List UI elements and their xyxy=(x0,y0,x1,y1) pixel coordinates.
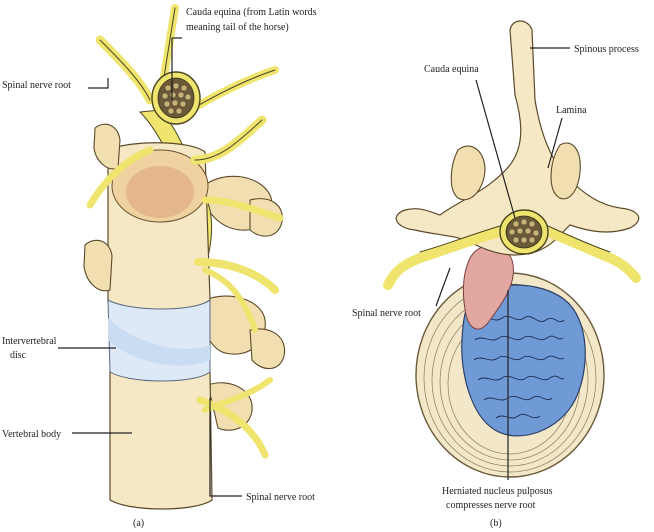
panel-b-labels: Spinous process Cauda equina Lamina Spin… xyxy=(352,44,639,529)
label-spinal-nerve-root-b: Spinal nerve root xyxy=(352,308,421,319)
label-spinous-process: Spinous process xyxy=(574,44,639,55)
label-vertebral-body: Vertebral body xyxy=(2,429,61,440)
panel-a-caption: (a) xyxy=(133,518,144,529)
label-herniated-line2: compresses nerve root xyxy=(446,500,536,511)
panel-a-leader-lines xyxy=(58,37,242,497)
panel-b-nerve-roots xyxy=(383,225,641,290)
label-spinal-nerve-root-bottom: Spinal nerve root xyxy=(246,492,315,503)
label-herniated-line1: Herniated nucleus pulposus xyxy=(442,486,553,497)
label-cauda-equina-line2: meaning tail of the horse) xyxy=(186,22,289,33)
label-spinal-nerve-root-top: Spinal nerve root xyxy=(2,80,71,91)
label-lamina: Lamina xyxy=(556,105,587,116)
panel-b-illustration xyxy=(383,20,641,478)
panel-b-nucleus-texture xyxy=(473,315,565,419)
panel-a-illustration xyxy=(83,4,286,510)
label-cauda-equina-b: Cauda equina xyxy=(424,64,479,75)
label-intervertebral-line1: Intervertebral xyxy=(2,336,57,347)
panel-a-labels: Cauda equina (from Latin words meaning t… xyxy=(2,7,317,529)
panel-b-leader-lines xyxy=(435,47,570,480)
panel-b-cauda-equina-bundle xyxy=(499,209,549,255)
panel-a-cauda-equina-bundle xyxy=(151,71,201,125)
label-intervertebral-line2: disc xyxy=(10,350,27,361)
panel-b-caption: (b) xyxy=(490,518,502,529)
label-cauda-equina-line1: Cauda equina (from Latin words xyxy=(186,7,317,18)
